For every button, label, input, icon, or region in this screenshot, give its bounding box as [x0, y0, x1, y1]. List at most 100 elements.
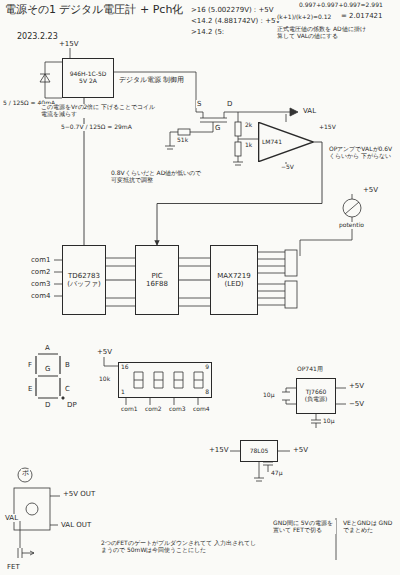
connector: [285, 250, 297, 276]
digit-outline: [174, 372, 183, 388]
node-text: 78L05: [250, 448, 269, 455]
annotation: FET: [6, 563, 21, 571]
annotation: com1: [30, 256, 51, 264]
node-text: (LED): [224, 280, 243, 288]
annotation: 5−0.7V / 125Ω = 29mA: [60, 124, 133, 131]
node-text: TJ7660: [306, 389, 327, 396]
module-box: [14, 488, 50, 530]
annotation: S: [196, 100, 202, 108]
annotation: D: [226, 100, 233, 108]
digit-outline: [154, 372, 163, 388]
annotation: OP741用: [296, 366, 324, 373]
annotation: −5V: [348, 400, 365, 408]
annotation: デジタル電源 制御用: [118, 76, 185, 84]
wire: [165, 122, 213, 149]
annotation: com3: [30, 280, 51, 288]
fet-symbol: [200, 112, 290, 122]
annotation: 1k: [244, 142, 253, 149]
page-title: 電源その1 デジタル電圧計 + Pch化: [4, 4, 184, 17]
annotation: G: [44, 365, 51, 373]
annotation: 10μ: [262, 392, 275, 399]
regulator-box: 78L05: [240, 440, 278, 462]
connector: [179, 280, 210, 281]
annotation: 正式電圧値の係数を AD値に掛け算して VALの値にする: [276, 26, 368, 40]
connector: [157, 142, 322, 245]
annotation: +5V: [362, 186, 379, 194]
node-text: 1: [121, 389, 165, 396]
annotation: この電源をVrの2倍に 下げることでコイル電流を減らす: [40, 104, 162, 118]
bus-wire: [258, 252, 285, 305]
annotation: −5V: [280, 164, 295, 171]
annotation: 2つのFETのゲートがプルダウンされてて 入力出されてしまうので 50mWは今回…: [100, 540, 262, 554]
annotation: GND間に 5Vの電源を置いて FETで切る: [272, 520, 336, 534]
annotation: 51k: [176, 137, 189, 144]
annotation: +15V: [318, 124, 337, 131]
node-text: TD62783: [68, 272, 100, 280]
ic-box: TD62783(バッファ): [62, 245, 106, 315]
val-arrow: [290, 108, 298, 116]
seven-segment: [36, 354, 60, 398]
display-digits: [134, 372, 203, 388]
annotation: >14.2 (5:: [190, 28, 225, 36]
annotation: com2: [30, 268, 51, 276]
annotation: E: [27, 385, 33, 393]
capacitor-symbol: [282, 388, 296, 404]
diode-symbol: [40, 74, 50, 82]
node-text: MAX7219: [217, 272, 250, 280]
node-text: (バッファ): [67, 280, 100, 288]
annotation: D: [44, 401, 51, 409]
annotation: F: [27, 361, 33, 369]
annotation: +5V OUT: [62, 490, 96, 498]
ic-box: MAX7219(LED): [210, 245, 258, 315]
annotation: +15V: [208, 446, 230, 454]
annotation: +15V: [58, 40, 80, 48]
bus-wire: [106, 258, 135, 306]
wire: [45, 62, 62, 98]
triangle: [259, 122, 314, 161]
annotation: com1: [120, 406, 139, 413]
annotation: A: [44, 344, 51, 352]
mcu-box: PIC16F88: [135, 245, 179, 315]
annotation: com2: [144, 406, 163, 413]
led-display: 16918: [118, 362, 212, 398]
annotation: DP: [66, 401, 78, 409]
digit-outline: [134, 372, 143, 388]
wire: [18, 496, 60, 558]
wire: [54, 260, 62, 296]
note-circle: [18, 468, 32, 482]
annotation: VEとGNDは GNDでまとめた: [342, 520, 396, 534]
node-text: 8: [165, 389, 209, 396]
dp-dot: [62, 397, 64, 399]
annotation: +5V: [292, 446, 309, 454]
annotation: C: [64, 385, 71, 393]
ic-box: TJ7660(負電源): [296, 378, 336, 414]
node-text: 5V 2A: [79, 78, 97, 85]
annotation: OPアンプでVALが0.6Vくらいから 下がらない: [328, 146, 396, 160]
node-text: 9: [165, 364, 209, 371]
annotation: 10k: [98, 376, 111, 383]
fet-circle: [26, 503, 38, 515]
node-text: 946H-1C-5D: [70, 71, 107, 78]
wire: [233, 112, 243, 165]
resistor-symbol: [178, 129, 190, 135]
annotation: B: [64, 361, 71, 369]
annotation: >16 (5.002279V) : +5V: [190, 6, 275, 14]
annotation: 0.997+0.997+0.997=2.991: [298, 2, 384, 9]
resistor-symbol: [235, 122, 241, 136]
connector: [285, 281, 297, 308]
resistor-symbol: [235, 142, 241, 156]
annotation: 2k: [244, 122, 253, 129]
opamp-triangle: LM741: [258, 122, 314, 162]
annotation: +5V: [348, 382, 365, 390]
annotation: +5V: [96, 348, 113, 356]
annotation: ボ: [21, 469, 30, 477]
annotation: = 2.017421: [340, 12, 384, 20]
node-text: 16F88: [146, 280, 168, 288]
annotation: VAL: [4, 514, 19, 522]
node-text: LM741: [262, 139, 282, 146]
annotation: 10μ: [322, 418, 335, 425]
annotation: (k+1)/(k+2)=0.12: [276, 14, 332, 21]
wire: [238, 139, 258, 140]
